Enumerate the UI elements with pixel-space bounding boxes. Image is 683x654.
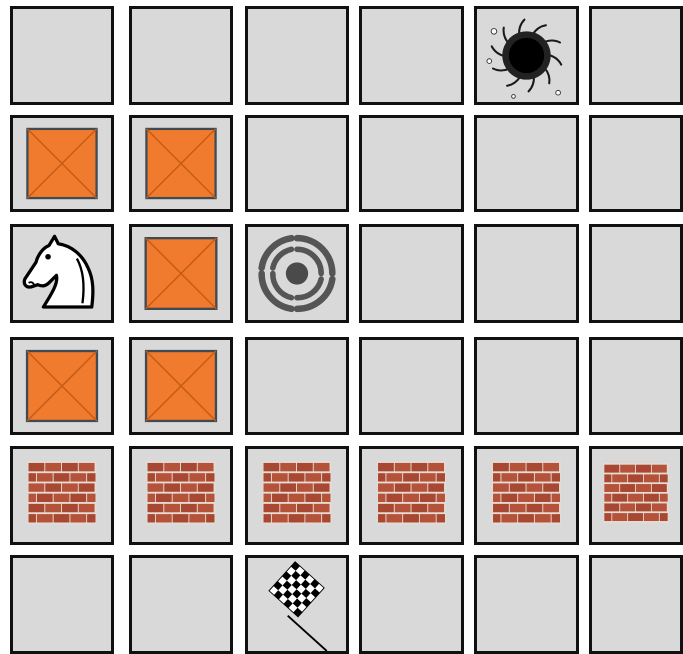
brick-wall-icon xyxy=(362,449,461,542)
board-cell-r6-c2[interactable] xyxy=(129,555,233,654)
board-cell-r4-c2[interactable] xyxy=(129,337,233,435)
board-cell-r2-c6[interactable] xyxy=(589,115,683,212)
board-cell-r6-c1[interactable] xyxy=(10,555,114,654)
crate-icon xyxy=(132,118,230,209)
board-cell-r6-c5[interactable] xyxy=(474,555,579,654)
board-cell-r1-c1[interactable] xyxy=(10,6,114,105)
board-cell-r6-c3[interactable] xyxy=(245,555,349,654)
board-cell-r1-c4[interactable] xyxy=(359,6,464,105)
knight-icon[interactable] xyxy=(13,227,111,320)
board-cell-r5-c3[interactable] xyxy=(245,446,349,545)
board-cell-r2-c5[interactable] xyxy=(474,115,579,212)
board-cell-r5-c1[interactable] xyxy=(10,446,114,545)
checkered-flag-icon xyxy=(248,558,346,651)
brick-wall-icon xyxy=(248,449,346,542)
board-cell-r5-c5[interactable] xyxy=(474,446,579,545)
brick-wall-icon xyxy=(592,449,680,542)
crate-icon xyxy=(13,118,111,209)
board-cell-r3-c5[interactable] xyxy=(474,224,579,323)
board-cell-r5-c6[interactable] xyxy=(589,446,683,545)
board-cell-r2-c1[interactable] xyxy=(10,115,114,212)
board-cell-r3-c1[interactable] xyxy=(10,224,114,323)
brick-wall-icon xyxy=(477,449,576,542)
crate-icon xyxy=(13,340,111,432)
board-cell-r1-c5[interactable] xyxy=(474,6,579,105)
board-cell-r3-c3[interactable] xyxy=(245,224,349,323)
vortex-icon xyxy=(248,227,346,320)
board-cell-r1-c2[interactable] xyxy=(129,6,233,105)
board-cell-r4-c5[interactable] xyxy=(474,337,579,435)
board-cell-r1-c3[interactable] xyxy=(245,6,349,105)
black-hole-icon xyxy=(477,9,576,102)
board-cell-r6-c4[interactable] xyxy=(359,555,464,654)
board-cell-r4-c3[interactable] xyxy=(245,337,349,435)
board-cell-r4-c6[interactable] xyxy=(589,337,683,435)
board-cell-r3-c2[interactable] xyxy=(129,224,233,323)
crate-icon xyxy=(132,227,230,320)
board-cell-r3-c4[interactable] xyxy=(359,224,464,323)
board-cell-r2-c2[interactable] xyxy=(129,115,233,212)
brick-wall-icon xyxy=(132,449,230,542)
board-cell-r3-c6[interactable] xyxy=(589,224,683,323)
board-cell-r6-c6[interactable] xyxy=(589,555,683,654)
board-cell-r1-c6[interactable] xyxy=(589,6,683,105)
board-cell-r2-c3[interactable] xyxy=(245,115,349,212)
board-cell-r2-c4[interactable] xyxy=(359,115,464,212)
brick-wall-icon xyxy=(13,449,111,542)
board-cell-r5-c2[interactable] xyxy=(129,446,233,545)
crate-icon xyxy=(132,340,230,432)
board-cell-r4-c4[interactable] xyxy=(359,337,464,435)
board-cell-r4-c1[interactable] xyxy=(10,337,114,435)
board-cell-r5-c4[interactable] xyxy=(359,446,464,545)
